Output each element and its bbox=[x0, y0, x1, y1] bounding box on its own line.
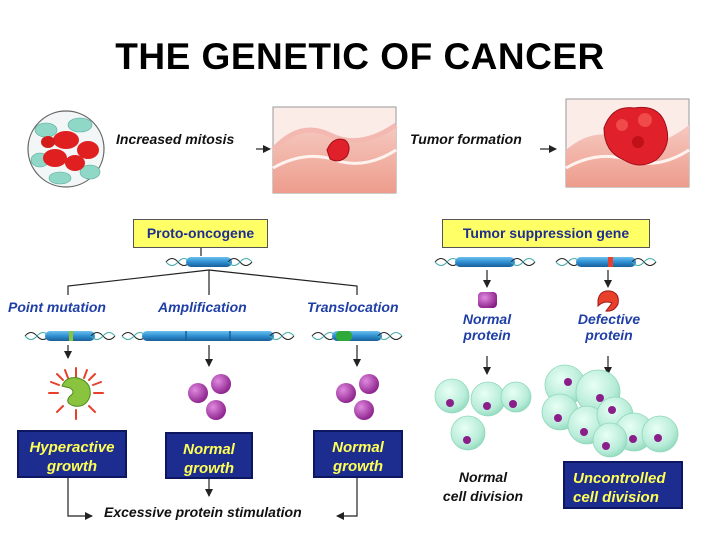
page-title: THE GENETIC OF CANCER bbox=[115, 36, 605, 77]
label-increased-mitosis: Increased mitosis bbox=[116, 131, 235, 147]
suppressor-normal-dna-icon bbox=[434, 257, 536, 267]
hyperactive-protein-icon bbox=[48, 367, 104, 420]
normal-protein-icon bbox=[478, 292, 497, 308]
amplification-dna-icon bbox=[121, 331, 295, 341]
label-normal-cell-division: Normal cell division bbox=[428, 468, 538, 506]
hyperactive-growth-box: Hyperactive growth bbox=[17, 430, 127, 478]
label-normal-protein-line2: protein bbox=[463, 327, 511, 343]
defective-protein-icon bbox=[597, 290, 619, 312]
small-tumor-tissue-image bbox=[271, 106, 398, 194]
normal-growth-box-b: Normal growth bbox=[313, 430, 403, 478]
normal-protein-cluster-a-icon bbox=[188, 374, 231, 420]
label-normal-protein: Normal protein bbox=[447, 311, 527, 343]
uncontrolled-cell-division-box: Uncontrolled cell division bbox=[563, 461, 683, 509]
normal-growth-b-line1: Normal bbox=[332, 439, 384, 456]
hyperactive-growth-line2: growth bbox=[47, 458, 97, 475]
large-tumor-tissue-image bbox=[565, 98, 690, 188]
normal-growth-b-line2: growth bbox=[333, 458, 383, 475]
proto-oncogene-box: Proto-oncogene bbox=[133, 219, 268, 248]
label-normal-cell-division-line2: cell division bbox=[442, 488, 524, 504]
label-normal-cell-division-line1: Normal bbox=[458, 469, 508, 485]
suppressor-defective-dna-icon bbox=[555, 257, 657, 267]
translocation-dna-icon bbox=[311, 331, 403, 341]
label-normal-protein-line1: Normal bbox=[462, 311, 512, 327]
hyperactive-growth-line1: Hyperactive bbox=[29, 439, 115, 456]
uncontrolled-line2: cell division bbox=[573, 489, 659, 506]
normal-growth-box-a: Normal growth bbox=[165, 432, 253, 479]
label-point-mutation: Point mutation bbox=[8, 299, 106, 315]
point-mutation-dna-icon bbox=[24, 331, 116, 341]
label-translocation: Translocation bbox=[307, 299, 399, 315]
mitosis-cell-cluster-icon bbox=[27, 110, 105, 188]
label-defective-protein: Defective protein bbox=[565, 311, 653, 343]
uncontrolled-cell-division-icon bbox=[541, 364, 679, 458]
tumor-suppression-gene-box: Tumor suppression gene bbox=[442, 219, 650, 248]
proto-oncogene-dna-icon bbox=[165, 257, 253, 267]
label-excessive-protein-stimulation: Excessive protein stimulation bbox=[104, 504, 302, 520]
normal-growth-a-line2: growth bbox=[184, 460, 234, 477]
uncontrolled-line1: Uncontrolled bbox=[573, 470, 666, 487]
label-defective-protein-line1: Defective bbox=[577, 311, 641, 327]
normal-cell-division-icon bbox=[434, 378, 532, 451]
normal-protein-cluster-b-icon bbox=[336, 374, 379, 420]
label-amplification: Amplification bbox=[158, 299, 247, 315]
label-tumor-formation: Tumor formation bbox=[410, 131, 522, 147]
normal-growth-a-line1: Normal bbox=[183, 441, 235, 458]
label-defective-protein-line2: protein bbox=[585, 327, 633, 343]
